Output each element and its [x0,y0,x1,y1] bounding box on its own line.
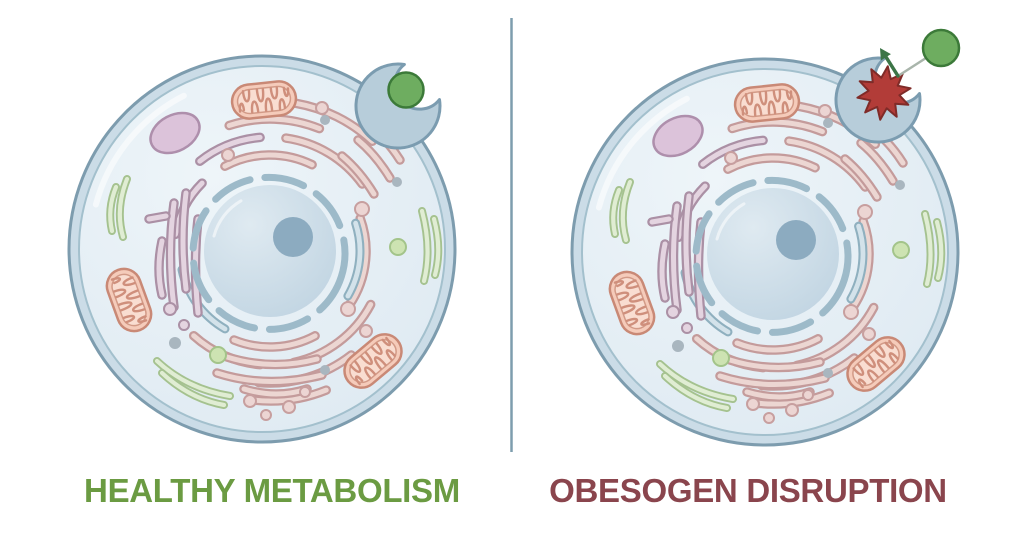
obesogen-blocker-icon [856,65,912,121]
deflection-path-line [896,56,928,78]
hormone-ligand-deflected-icon [921,28,961,68]
panel-obesogen [572,28,961,445]
receptor-complex-blocked [834,28,961,144]
hormone-ligand-icon [387,71,425,109]
label-healthy-metabolism: HEALTHY METABOLISM [84,472,460,509]
label-obesogen-disruption: OBESOGEN DISRUPTION [549,472,947,509]
deflection-arrow-head-icon [880,48,891,61]
panel-healthy [69,56,455,442]
cell-comparison-diagram [0,18,1024,452]
receptor-complex-bound [354,62,442,150]
deflection-arrow-shaft [884,55,900,78]
